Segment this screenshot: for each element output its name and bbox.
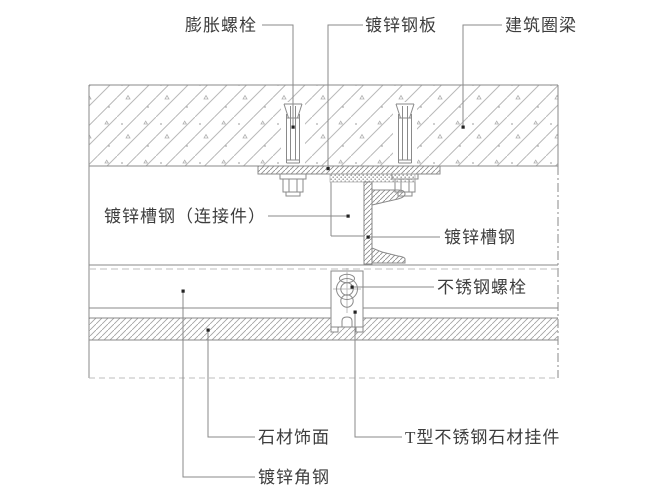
- label-expansion-bolt: 膨胀螺栓: [185, 16, 257, 35]
- label-galvanized-angle-steel: 镀锌角钢: [258, 468, 330, 487]
- leader-markers: [181, 125, 465, 332]
- channel-steel-profile: [363, 181, 406, 265]
- stone-veneer-band: [89, 317, 558, 341]
- label-t-type-stone-anchor: T型不锈钢石材挂件: [405, 428, 561, 447]
- galvanized-steel-plate-shape: [257, 165, 441, 175]
- label-galvanized-steel-plate: 镀锌钢板: [365, 16, 437, 35]
- label-stainless-steel-bolt: 不锈钢螺栓: [437, 278, 527, 297]
- t-anchor-plate: [330, 270, 364, 333]
- connector-channel-outline: [330, 181, 364, 237]
- angle-steel-lines: [89, 264, 558, 309]
- concrete-ring-beam: [89, 84, 558, 167]
- label-galvanized-channel-connector: 镀锌槽钢（连接件）: [104, 207, 266, 226]
- label-galvanized-channel: 镀锌槽钢: [444, 228, 516, 247]
- weld-strip: [329, 173, 416, 183]
- label-stone-veneer: 石材饰面: [258, 428, 330, 447]
- leader-lines: [182, 24, 502, 478]
- label-building-ring-beam: 建筑圈梁: [505, 16, 577, 35]
- stainless-bolt-symbol: [333, 268, 361, 313]
